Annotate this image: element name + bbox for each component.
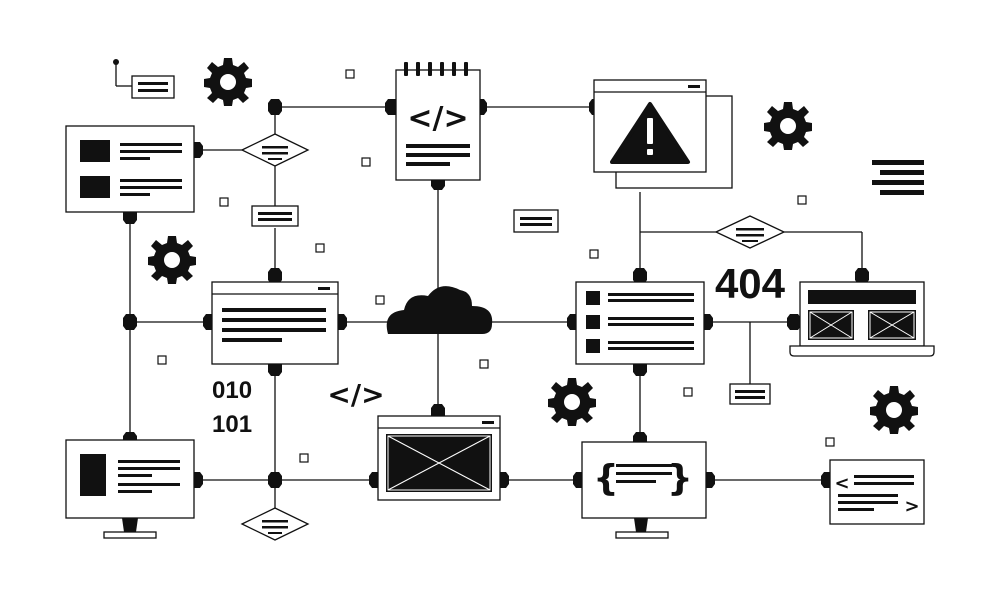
monitor-icon: { } <box>581 441 707 539</box>
junction-node <box>268 472 282 488</box>
decision-diamond-icon <box>714 215 786 249</box>
decorative-squares <box>157 69 835 463</box>
svg-text:010: 010 <box>212 377 252 404</box>
error-code-text: 404 <box>715 260 786 307</box>
laptop-icon <box>789 281 935 357</box>
svg-text:{: { <box>593 458 619 499</box>
small-label <box>251 205 299 227</box>
browser-window-icon <box>377 415 501 501</box>
gear-icon <box>548 378 596 426</box>
pin-label <box>113 59 175 99</box>
decision-diamond-icon <box>240 133 310 167</box>
svg-text:101: 101 <box>212 411 252 438</box>
cloud-icon <box>386 286 493 334</box>
menu-lines-icon <box>872 160 924 195</box>
text-window <box>211 281 339 365</box>
code-icon: </> <box>407 101 468 136</box>
junction-node <box>787 314 801 330</box>
warning-window <box>593 79 733 189</box>
junction-node <box>123 314 137 330</box>
gear-icon <box>204 58 252 106</box>
small-label <box>729 383 771 405</box>
svg-text:>: > <box>904 496 919 517</box>
document-panel <box>65 125 195 213</box>
code-card: < > <box>829 459 925 525</box>
code-icon: </> <box>327 378 384 411</box>
gear-icon <box>764 102 812 150</box>
binary-text: 010 101 <box>212 377 252 438</box>
monitor-icon <box>65 439 195 539</box>
code-notepad: </> <box>395 62 481 181</box>
small-label <box>513 209 559 233</box>
gear-icon <box>870 386 918 434</box>
svg-text:<: < <box>834 473 849 494</box>
junction-node <box>268 99 282 115</box>
gear-icon <box>148 236 196 284</box>
decision-diamond-icon <box>240 507 310 541</box>
warning-icon <box>610 102 690 164</box>
list-window <box>575 281 705 365</box>
